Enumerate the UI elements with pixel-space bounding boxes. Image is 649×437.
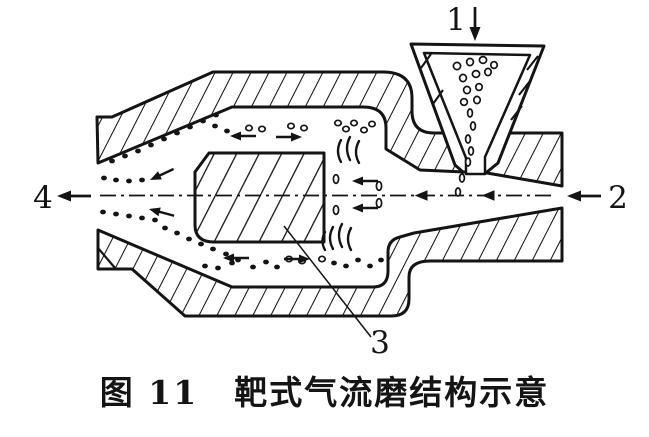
label-gas-inlet: 2 <box>608 180 628 216</box>
impact-splash-marks <box>321 135 361 252</box>
figure-caption-number: 图 11 <box>99 373 199 412</box>
gas-inlet-arrow-icon <box>565 189 603 203</box>
flow-arrow-right <box>274 131 304 143</box>
target-block <box>193 151 326 244</box>
flow-arrow-left <box>228 130 258 142</box>
centerline-arrowhead <box>482 190 495 201</box>
label-target-block: 3 <box>370 325 390 361</box>
label-discharge-outlet: 4 <box>33 180 53 216</box>
axis-centerline <box>100 190 556 201</box>
flow-arrow-up-left <box>146 203 177 222</box>
flow-arrow-toward-target <box>350 202 380 214</box>
particle-rings <box>244 55 499 265</box>
figure-caption-title: 靶式气流磨结构示意 <box>234 373 550 412</box>
particle-dots <box>100 112 384 271</box>
centerline-arrowhead <box>415 190 428 201</box>
flow-arrow-down-left <box>146 163 177 186</box>
figure-caption: 图 11 靶式气流磨结构示意 <box>0 366 649 414</box>
feed-inlet-arrow-icon <box>468 5 482 43</box>
label-feed-inlet: 1 <box>446 2 466 38</box>
label-3-leader-line <box>283 225 372 338</box>
feed-hopper <box>409 42 546 176</box>
flow-arrow-toward-target <box>350 175 380 187</box>
mill-body-upper-wall <box>95 70 564 188</box>
mill-body <box>95 70 564 318</box>
discharge-outlet-arrow-icon <box>55 189 93 203</box>
body-notch-line <box>97 247 116 269</box>
mill-body-lower-wall <box>96 206 564 318</box>
hopper-wall-hatch <box>420 53 539 121</box>
